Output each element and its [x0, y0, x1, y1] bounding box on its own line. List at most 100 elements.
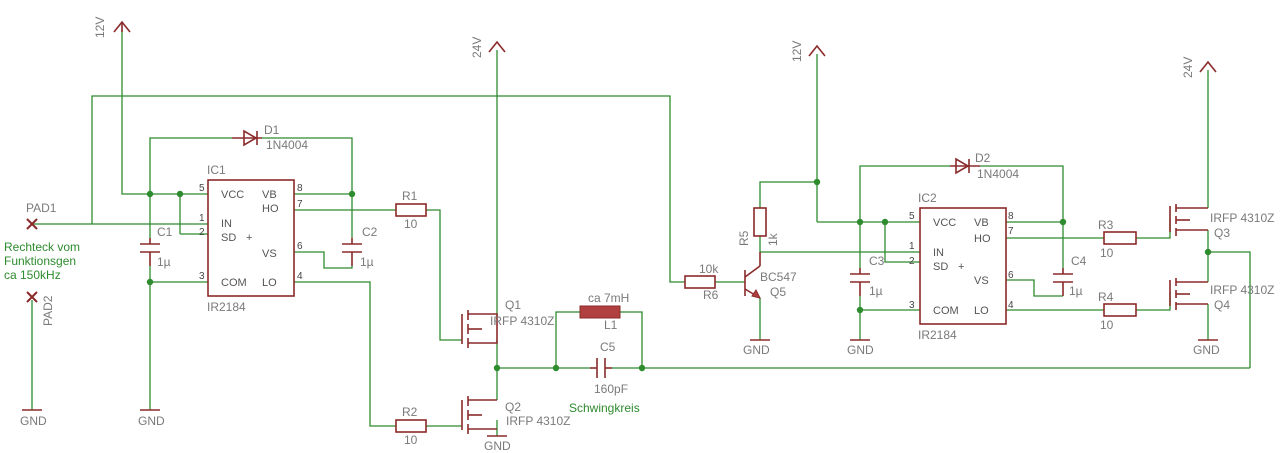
svg-text:+: +: [958, 261, 964, 273]
svg-text:IN: IN: [933, 247, 944, 259]
gnd-q2: GND: [484, 435, 511, 453]
bjt-q5: BC547 Q5: [744, 252, 797, 299]
q4-part: IRFP 4310Z: [1210, 283, 1274, 297]
label-pad1: PAD1: [26, 201, 57, 215]
svg-text:LO: LO: [974, 305, 989, 317]
input-note-line2: Funktionsgen: [4, 254, 76, 268]
gnd-c1: GND: [138, 409, 165, 428]
supply-12v-right: 12V: [790, 41, 826, 62]
gnd-q5: GND: [743, 339, 770, 357]
svg-text:7: 7: [297, 199, 303, 210]
q1-ref: Q1: [505, 298, 521, 312]
r4-value: 10: [1100, 318, 1114, 332]
svg-text:4: 4: [297, 271, 303, 282]
ic1-part: IR2184: [207, 300, 246, 314]
c1-ref: C1: [157, 225, 173, 239]
r6-value: 10k: [699, 262, 719, 276]
r3-ref: R3: [1098, 218, 1114, 232]
c5-ref: C5: [600, 340, 616, 354]
supply-24v-q1: 24V: [470, 37, 506, 58]
label-gnd-pad2: GND: [20, 414, 47, 428]
gnd-c3: GND: [847, 339, 874, 357]
r5-ref: R5: [737, 230, 751, 246]
mosfet-q1: Q1 IRFP 4310Z: [461, 298, 554, 348]
q2-part: IRFP 4310Z: [506, 414, 570, 428]
label-gnd-c1: GND: [138, 414, 165, 428]
ic2: IC2 IR2184 VCC IN SD COM VB HO VS LO + 5…: [909, 191, 1014, 342]
svg-text:1: 1: [199, 213, 205, 224]
inductor-l1: ca 7mH L1 Schwingkreis: [569, 291, 640, 415]
svg-text:+: +: [246, 232, 252, 244]
diode-d2: D2 1N4004: [950, 151, 1019, 181]
ic2-part: IR2184: [918, 328, 957, 342]
q5-ref: Q5: [770, 285, 786, 299]
svg-text:2: 2: [909, 256, 915, 267]
svg-text:6: 6: [1008, 270, 1014, 281]
d2-ref: D2: [975, 151, 991, 165]
r6-ref: R6: [703, 288, 719, 302]
label-12v-right: 12V: [790, 41, 804, 62]
label-24v-q1: 24V: [470, 37, 484, 58]
svg-text:COM: COM: [221, 277, 247, 289]
svg-text:VCC: VCC: [221, 189, 244, 201]
label-gnd-q2: GND: [484, 439, 511, 453]
q3-part: IRFP 4310Z: [1210, 211, 1274, 225]
r4-ref: R4: [1098, 290, 1114, 304]
c5-value: 160pF: [594, 382, 628, 396]
svg-text:HO: HO: [262, 203, 279, 215]
diode-d1: D1 1N4004: [232, 123, 308, 152]
supply-24v-q3: 24V: [1181, 57, 1217, 78]
l1-ref: L1: [604, 318, 618, 332]
svg-text:LO: LO: [262, 277, 277, 289]
q4-ref: Q4: [1214, 298, 1230, 312]
r5-value: 1k: [766, 232, 780, 246]
supply-12v-left: 12V: [93, 17, 131, 38]
r2-ref: R2: [402, 405, 418, 419]
label-gnd-q4: GND: [1193, 343, 1220, 357]
svg-text:VCC: VCC: [933, 217, 956, 229]
q2-ref: Q2: [505, 400, 521, 414]
label-12v-left: 12V: [93, 17, 107, 38]
ic2-ref: IC2: [918, 191, 937, 205]
label-24v-q3: 24V: [1181, 57, 1195, 78]
svg-text:8: 8: [1008, 211, 1014, 222]
capacitor-c1: C1 1µ: [140, 225, 173, 269]
q5-part: BC547: [760, 270, 797, 284]
svg-text:SD: SD: [933, 261, 948, 273]
ic1: IC1 IR2184 VCC IN SD COM VB HO VS LO + 5…: [199, 163, 303, 314]
resistor-r1: R1 10: [395, 189, 427, 231]
c2-ref: C2: [362, 225, 378, 239]
svg-text:8: 8: [297, 183, 303, 194]
l1-value: ca 7mH: [588, 291, 629, 305]
c4-ref: C4: [1071, 254, 1087, 268]
ic1-ref: IC1: [207, 163, 226, 177]
svg-text:COM: COM: [933, 305, 959, 317]
c4-value: 1µ: [1069, 284, 1083, 298]
label-pad2: PAD2: [41, 295, 55, 326]
svg-text:5: 5: [199, 183, 205, 194]
capacitor-c4: C4 1µ: [1053, 254, 1087, 298]
pad2: PAD2: [26, 291, 55, 326]
r1-ref: R1: [402, 189, 418, 203]
resistor-r2: R2 10: [395, 405, 427, 447]
wires-left: [31, 30, 1250, 436]
capacitor-c2: C2 1µ: [342, 225, 378, 269]
r3-value: 10: [1100, 246, 1114, 260]
c1-value: 1µ: [157, 255, 171, 269]
d1-value: 1N4004: [266, 138, 308, 152]
svg-text:IN: IN: [221, 218, 232, 230]
mosfet-q3: IRFP 4310Z Q3: [1169, 204, 1274, 240]
svg-text:VS: VS: [974, 275, 989, 287]
svg-text:1: 1: [909, 241, 915, 252]
svg-text:VB: VB: [974, 217, 989, 229]
resistor-r3: R3 10: [1098, 218, 1137, 260]
svg-text:7: 7: [1008, 226, 1014, 237]
c3-ref: C3: [869, 254, 885, 268]
svg-text:2: 2: [199, 227, 205, 238]
resistor-r6: 10k R6: [684, 262, 719, 302]
tank-note: Schwingkreis: [569, 401, 640, 415]
c3-value: 1µ: [869, 284, 883, 298]
d2-value: 1N4004: [977, 167, 1019, 181]
svg-text:HO: HO: [974, 233, 991, 245]
